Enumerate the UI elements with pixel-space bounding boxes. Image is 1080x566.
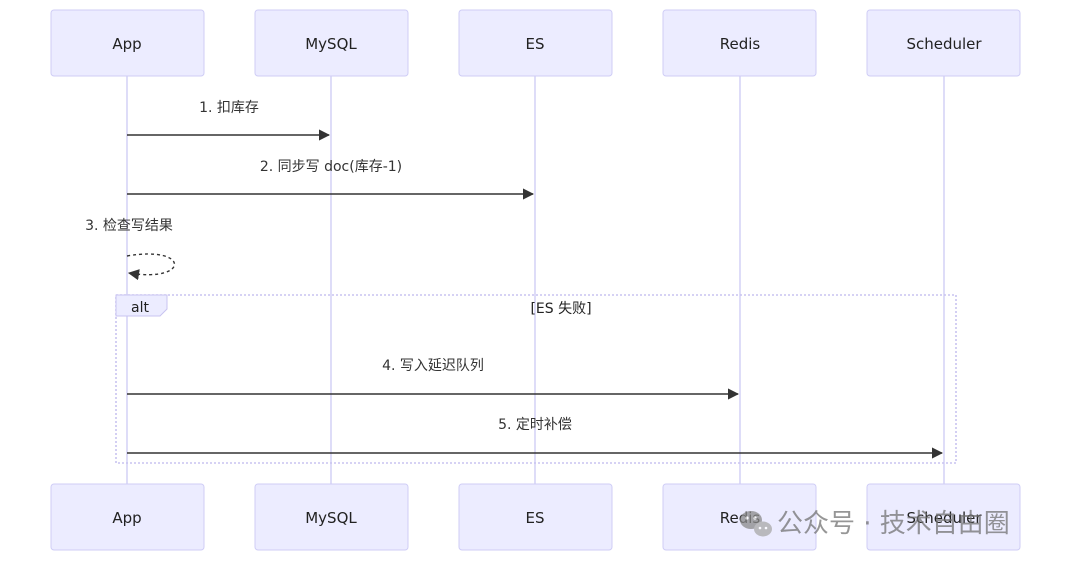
actor-label: MySQL: [305, 509, 357, 527]
watermark: 公众号 · 技术自由圈: [740, 509, 1010, 539]
alt-fragment: alt [ES 失败]: [115, 294, 957, 464]
actors-top: App MySQL ES Redis Scheduler: [50, 9, 1021, 77]
actor-mysql-top: MySQL: [254, 9, 409, 77]
actor-app-bottom: App: [50, 483, 205, 551]
alt-keyword: alt: [131, 300, 149, 316]
actor-label: Scheduler: [906, 35, 982, 53]
message-label-1: 1. 扣库存: [199, 100, 259, 116]
actor-es-bottom: ES: [458, 483, 613, 551]
watermark-text: 公众号 · 技术自由圈: [777, 509, 1010, 539]
actor-scheduler-top: Scheduler: [866, 9, 1021, 77]
actor-label: Scheduler: [906, 509, 982, 527]
actor-label: MySQL: [305, 35, 357, 53]
actor-label: ES: [526, 509, 545, 527]
actor-label: Redis: [720, 35, 761, 53]
actor-label: App: [112, 509, 141, 527]
actor-label: App: [112, 35, 141, 53]
message-label-4: 4. 写入延迟队列: [382, 358, 484, 374]
message-self-loop-3: [126, 253, 175, 281]
messages: 1. 扣库存 2. 同步写 doc(库存-1) 3. 检查写结果 4. 写入延迟…: [85, 100, 944, 459]
message-label-5: 5. 定时补偿: [498, 417, 572, 433]
alt-condition: [ES 失败]: [530, 301, 591, 317]
message-label-3: 3. 检查写结果: [85, 218, 173, 234]
lifelines: [126, 76, 945, 484]
alt-tab: [115, 294, 168, 317]
alt-frame: [115, 294, 957, 464]
actor-app-top: App: [50, 9, 205, 77]
message-label-2: 2. 同步写 doc(库存-1): [260, 159, 402, 175]
actor-redis-top: Redis: [662, 9, 817, 77]
actors-bottom: App MySQL ES Redis Scheduler: [50, 483, 1021, 551]
wechat-icon: [740, 511, 772, 537]
actor-es-top: ES: [458, 9, 613, 77]
actor-mysql-bottom: MySQL: [254, 483, 409, 551]
actor-scheduler-bottom: Scheduler: [866, 483, 1021, 551]
actor-label: ES: [526, 35, 545, 53]
